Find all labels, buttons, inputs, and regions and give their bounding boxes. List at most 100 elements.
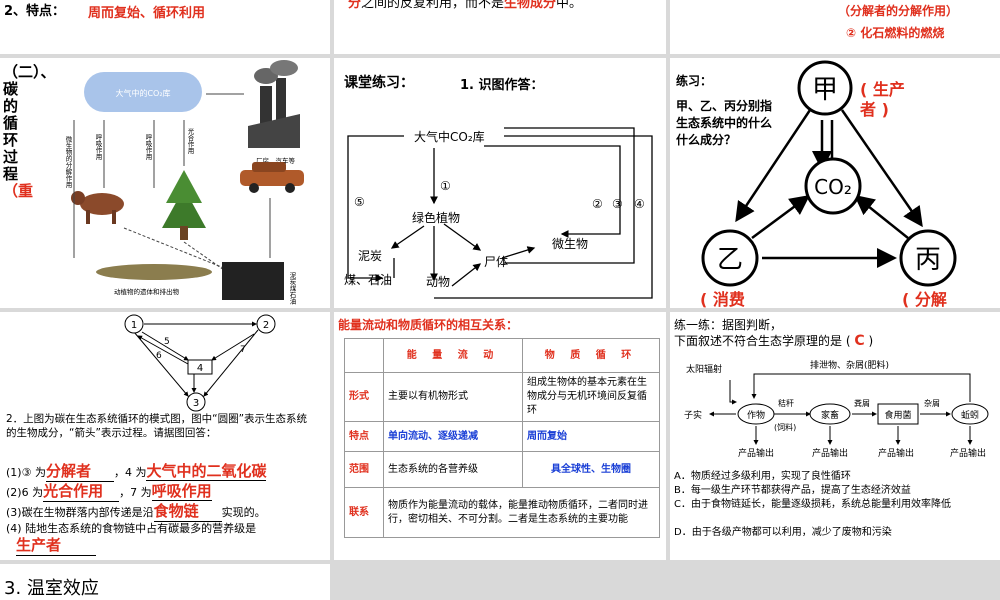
pool-label: 大气中的CO₂库	[115, 88, 170, 98]
dung-label: 粪屑	[854, 398, 870, 408]
top-label: 排泄物、杂屑(肥料)	[810, 359, 889, 371]
plant-label: 绿色植物	[412, 210, 460, 225]
seed-label: 子实	[684, 409, 702, 421]
node-bing	[899, 229, 957, 287]
output-label: 产品输出	[812, 447, 848, 459]
fungus-node: 食用菌	[884, 409, 911, 421]
microbe-label: 微生物	[552, 237, 588, 251]
cell-matter: 组成生物体的基本元素在生物成分与无机环境间反复循环	[522, 372, 660, 422]
node-jia	[797, 60, 853, 116]
header-matter: 物 质 循 环	[522, 338, 660, 373]
car-icon	[240, 170, 304, 186]
panel-carbon-cycle: （二）、碳的循环过程（重 大气中的CO₂库 厂房、汽车等	[0, 58, 330, 308]
factory-building	[248, 114, 300, 148]
tree-icon	[162, 188, 206, 228]
answer-decomposer: ( 分解	[902, 290, 947, 308]
q4-line: (4) 陆地生态系统的食物链中占有碳最多的营养级是	[6, 522, 257, 535]
source-line2: ② 化石燃料的燃烧	[846, 26, 945, 40]
crop-node: 作物	[747, 409, 765, 421]
panel-note: 分之间的反复利用，而不是生物成分中。	[334, 0, 666, 54]
cell-energy: 生态系统的各营养级	[383, 451, 523, 488]
exercise-heading: 课堂练习：	[344, 75, 414, 91]
corpse-label: 尸体	[484, 255, 508, 269]
cell-matter: 具全球性、生物圈	[522, 451, 660, 488]
greenhouse-title: 3. 温室效应	[4, 578, 99, 599]
livestock-node: 家畜	[821, 409, 839, 421]
arrow-6-label: 6	[156, 351, 162, 361]
circle-1: 1	[131, 320, 137, 331]
microbe-label: 微生物的分解作用	[64, 135, 72, 190]
output-label: 产品输出	[950, 447, 986, 459]
label-2: ②	[592, 197, 603, 211]
node-yi	[701, 229, 759, 287]
arrow-7-label: 7	[240, 345, 246, 355]
node-bing-label: 丙	[915, 245, 941, 275]
option-d: D．由于各级产物都可以利用，减少了废物和污染	[674, 527, 892, 538]
practice-intro: 练一练：据图判断，	[674, 318, 783, 332]
arrow-5-label: 5	[164, 337, 170, 347]
label-4: ④	[634, 197, 645, 211]
fossil-label: 泥炭煤石油	[288, 272, 296, 306]
feature-value: 周而复始、循环利用	[88, 6, 206, 21]
label-1: ①	[440, 179, 451, 193]
arrow-5	[347, 135, 404, 282]
cell-link: 物质作为能量流动的载体，能量推动物质循环，二者同时进行，密切相关、不可分割。二者…	[383, 487, 660, 538]
fossil-layer	[222, 262, 284, 300]
coal-label: 煤、石油	[344, 273, 392, 287]
resp1-label: 呼吸作用	[94, 133, 102, 162]
smoke	[270, 60, 298, 76]
agro-ecosystem-diagram: 排泄物、杂屑(肥料) 太阳辐射 子实 作物 秸秆 (饲料) 家畜 粪屑 食用菌 …	[684, 359, 989, 459]
remains-ground	[96, 264, 212, 280]
cow-icon	[80, 193, 124, 215]
tree-top	[166, 170, 202, 203]
q3-line: (3)碳在生物群落内部传递是沿食物链实现的。	[6, 502, 266, 522]
row-label: 联系	[344, 487, 384, 538]
node-co2-label: CO₂	[814, 175, 852, 199]
box-4: 4	[197, 363, 203, 374]
animal-label: 动物	[426, 275, 450, 289]
panel-practice: 练一练：据图判断， 下面叙述不符合生态学原理的是 ( C ) 排泄物、杂屑(肥料…	[670, 312, 1000, 560]
q2-line: (2)6 为光合作用，7 为呼吸作用	[6, 482, 212, 502]
cell-energy: 主要以有机物形式	[383, 372, 523, 422]
output-label: 产品输出	[878, 447, 914, 459]
cell-matter: 周而复始	[522, 421, 660, 452]
resp2-label: 呼吸作用	[144, 133, 152, 162]
option-a: A．物质经过多级利用，实现了良性循环	[674, 471, 851, 482]
node-jia-label: 甲	[812, 75, 838, 105]
header-energy: 能 量 流 动	[383, 338, 523, 373]
panel-question-2: 1 2 3 4 5 6 7 2．上图为碳在生态系统循环的模式图，图中“圆圈”表示…	[0, 312, 330, 560]
triangle-diagram: 甲 CO₂ 乙 丙	[701, 60, 957, 287]
circle-2: 2	[263, 320, 269, 331]
q1-line: (1)③ 为分解者，4 为大气中的二氧化碳	[6, 462, 267, 482]
circle-3: 3	[193, 398, 199, 409]
option-c: C．由于食物链延长，能量逐级损耗，系统总能量利用效率降低	[674, 499, 951, 510]
carbon-flow-diagram: 大气中CO₂库 ① ② ③ ④ ⑤ 绿色植物 泥炭 煤、石油 动物 尸体 微生物	[344, 127, 653, 299]
factory-label: 厂房、汽车等	[256, 156, 296, 165]
photo-label: 光合作用	[186, 127, 194, 156]
chimney	[276, 78, 286, 126]
exercise2-heading: 练习：	[676, 74, 713, 88]
panel-feature: 2、特点： 周而复始、循环利用	[0, 0, 330, 54]
cell-energy: 单向流动、逐级递减	[383, 421, 523, 452]
node-co2	[804, 157, 862, 215]
car-roof	[252, 162, 286, 172]
side-title: （二）、碳的循环过程（重	[3, 63, 56, 200]
feed-label: (饲料)	[774, 422, 796, 432]
row-label: 形式	[344, 372, 384, 422]
panel-greenhouse: 3. 温室效应	[0, 564, 330, 600]
note-text: 分之间的反复利用，而不是生物成分中。	[348, 0, 583, 11]
label-5: ⑤	[354, 195, 365, 209]
panel-exercise-2: 练习： 甲、乙、丙分别指生态系统中的什么什么成分？ 甲 CO₂ 乙 丙 ( 生产…	[670, 58, 1000, 308]
arrow-2	[484, 145, 621, 238]
panel-exercise-1: 课堂练习： 1. 识图作答： 大气中CO₂库 ① ② ③ ④ ⑤ 绿色植物 泥炭…	[334, 58, 666, 308]
arrow-4-line	[434, 135, 653, 299]
chimney	[260, 86, 272, 126]
car-wheel	[285, 183, 295, 193]
feature-prefix: 2、特点：	[4, 4, 66, 19]
exercise-subheading: 1. 识图作答：	[460, 78, 544, 93]
cycle-model-diagram: 1 2 3 4 5 6 7	[124, 314, 276, 412]
practice-question: 下面叙述不符合生态学原理的是 ( C )	[674, 333, 874, 349]
panel-relationship: 能量流动和物质循环的相互关系： 能 量 流 动 物 质 循 环 形式 主要以有机…	[334, 312, 666, 560]
q4-answer: 生产者	[16, 534, 96, 556]
car-wheel	[249, 183, 259, 193]
